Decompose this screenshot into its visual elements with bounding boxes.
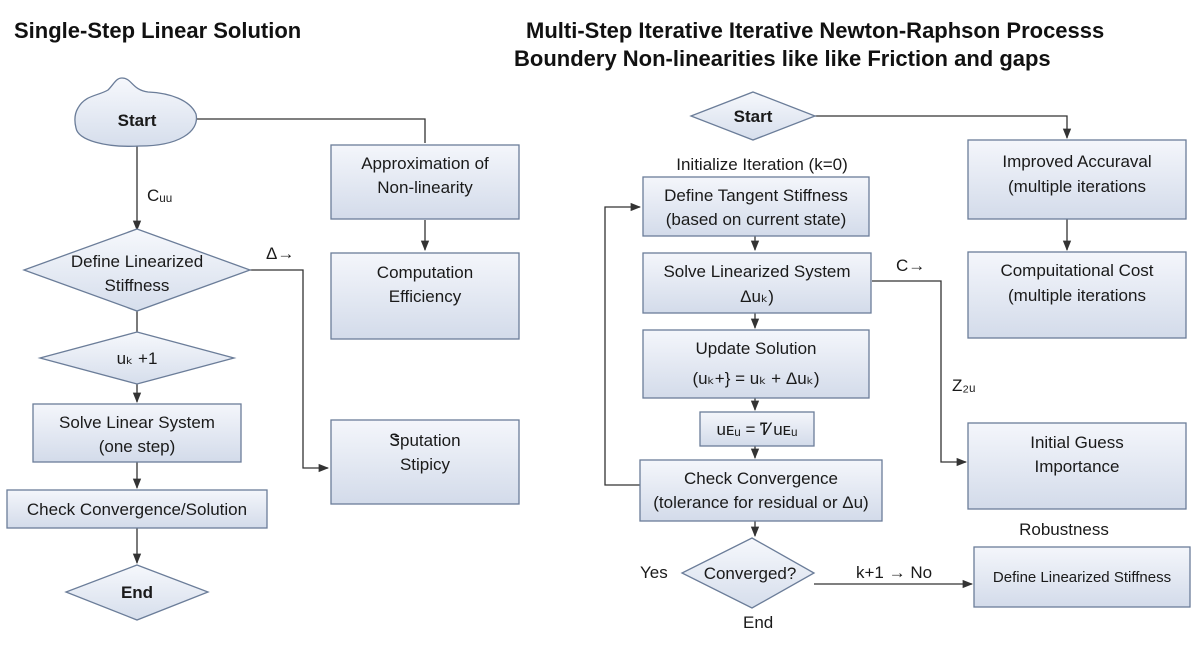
left-define-line2: Stiffness (105, 276, 170, 295)
left-sputation-node[interactable]: Ꮥputation Stipicy (330, 419, 520, 505)
right-cost-line1: Compuitational Cost (1000, 261, 1153, 280)
right-c-arrow-label: C→ (896, 256, 925, 275)
right-define-linearized-label: Define Linearized Stiffness (993, 569, 1171, 586)
left-approx-line2: Non-linearity (377, 178, 473, 197)
left-title: Single-Step Linear Solution (14, 18, 301, 43)
right-converged-node[interactable]: Converged? (680, 537, 816, 609)
left-approx-line1: Approximation of (361, 154, 489, 173)
right-guess-line2: Importance (1034, 457, 1119, 476)
right-start-node[interactable]: Start (689, 91, 817, 141)
right-update-node[interactable]: Update Solution (uₖ+} = uₖ + Δuₖ) (642, 329, 870, 399)
left-efficiency-line1: Computation (377, 263, 473, 282)
right-ueu-label: uᴇᵤ = Ꮴuᴇᵤ (717, 420, 798, 439)
right-title-line1: Multi-Step Iterative Iterative Newton-Ra… (526, 18, 1104, 43)
right-init-label: Initialize Iteration (k=0) (676, 155, 848, 174)
left-start-label: Start (118, 111, 157, 130)
left-define-line1: Define Linearized (71, 252, 203, 271)
right-update-line1: Update Solution (696, 339, 817, 358)
right-solve-line1: Solve Linearized System (663, 262, 850, 281)
right-tangent-node[interactable]: Define Tangent Stiffness (based on curre… (642, 176, 870, 237)
left-efficiency-node[interactable]: Computation Efficiency (330, 252, 520, 340)
right-solve-node[interactable]: Solve Linearized System Δuₖ) (642, 252, 872, 314)
right-define-linearized-node[interactable]: Define Linearized Stiffness (973, 546, 1191, 608)
right-guess-line1: Initial Guess (1030, 433, 1124, 452)
left-define-linearized-node[interactable]: Define Linearized Stiffness (22, 228, 252, 312)
left-uk-label: uₖ +1 (117, 349, 158, 368)
right-connectors (604, 115, 1072, 589)
conn-define-to-sputation (250, 269, 330, 473)
right-k-no-label: k+1 → No (856, 563, 932, 582)
right-converged-label: Converged? (704, 564, 797, 583)
conn-rstart-to-improved (815, 115, 1072, 140)
right-end-label: End (743, 613, 773, 632)
right-check-line2: (tolerance for residual or Δu) (653, 493, 868, 512)
left-sputation-line1: Ꮥputation (389, 431, 460, 450)
right-check-node[interactable]: Check Convergence (tolerance for residua… (639, 459, 883, 522)
conn-start-to-approx (195, 118, 426, 143)
left-delta-arrow-label: Δ→ (266, 244, 294, 263)
right-solve-line2: Δuₖ) (740, 287, 774, 306)
right-tangent-line2: (based on current state) (666, 210, 846, 229)
left-approximation-node[interactable]: Approximation of Non-linearity (330, 144, 520, 220)
conn-solve-to-guess (872, 280, 968, 467)
left-check-label: Check Convergence/Solution (27, 500, 247, 519)
right-guess-node[interactable]: Initial Guess Importance (967, 422, 1187, 510)
right-update-line2: (uₖ+} = uₖ + Δuₖ) (692, 369, 819, 388)
right-start-label: Start (734, 107, 773, 126)
left-connectors (132, 118, 430, 565)
left-end-label: End (121, 583, 153, 602)
left-uk-node[interactable]: uₖ +1 (37, 331, 237, 385)
right-cost-node[interactable]: Compuitational Cost (multiple iterations (967, 251, 1187, 339)
right-robustness-label: Robustness (1019, 520, 1109, 539)
conn-loop-back (604, 202, 642, 486)
left-check-node[interactable]: Check Convergence/Solution (6, 489, 268, 529)
left-solve-line1: Solve Linear System (59, 413, 215, 432)
left-sputation-line2: Stipicy (400, 455, 451, 474)
right-title-line2: Boundery Non-linearities like like Frict… (514, 46, 1051, 71)
left-end-node[interactable]: End (64, 564, 210, 621)
right-tangent-line1: Define Tangent Stiffness (664, 186, 848, 205)
left-start-node[interactable]: Start (74, 77, 198, 147)
left-solve-node[interactable]: Solve Linear System (one step) (32, 403, 242, 463)
left-solve-line2: (one step) (99, 437, 176, 456)
right-ueu-node[interactable]: uᴇᵤ = Ꮴuᴇᵤ (699, 411, 815, 447)
right-z2u-label: Z₂ᵤ (952, 376, 975, 395)
right-yes-label: Yes (640, 563, 668, 582)
left-efficiency-line2: Efficiency (389, 287, 462, 306)
right-improved-line1: Improved Accuraval (1002, 152, 1151, 171)
left-cuu-label: Cᵤᵤ (147, 186, 172, 205)
right-improved-line2: (multiple iterations (1008, 177, 1146, 196)
right-check-line1: Check Convergence (684, 469, 838, 488)
right-improved-node[interactable]: Improved Accuraval (multiple iterations (967, 139, 1187, 220)
right-cost-line2: (multiple iterations (1008, 286, 1146, 305)
